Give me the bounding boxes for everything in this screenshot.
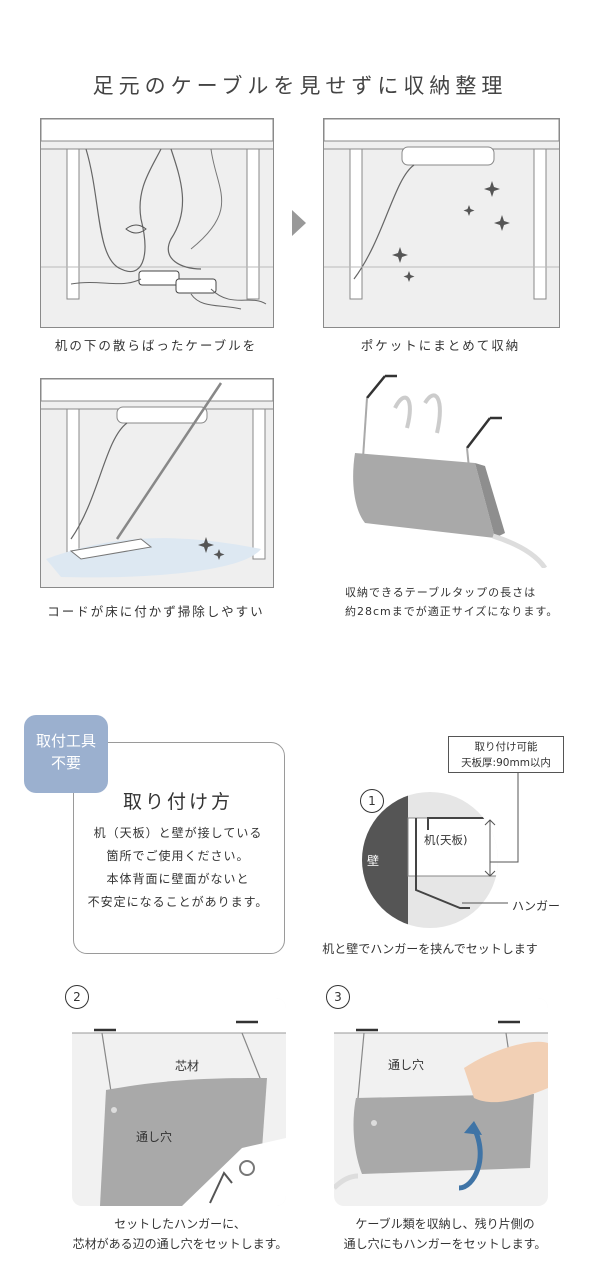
- hanger-cross-section: [362, 792, 498, 928]
- how-to-line: 机（天板）と壁が接している: [93, 826, 263, 840]
- step2-caption-1: セットしたハンガーに、: [114, 1217, 246, 1231]
- spec-leader-lines: [484, 772, 519, 877]
- after-illustration: [323, 118, 560, 328]
- spec-line-1: 取り付け可能: [474, 741, 538, 753]
- step3-illustration: [334, 998, 548, 1206]
- product-photo: [345, 368, 555, 570]
- spec-line-2: 天板厚:90mm以内: [461, 757, 551, 769]
- before-illustration: [40, 118, 274, 328]
- step3-number: 3: [326, 985, 350, 1009]
- hole-label-step2: 通し穴: [136, 1130, 173, 1144]
- hanger-label: ハンガー: [512, 899, 561, 913]
- how-to-line: 本体背面に壁面がないと: [106, 872, 250, 886]
- how-to-line: 不安定になることがあります。: [87, 895, 269, 909]
- step2-illustration: [72, 998, 286, 1206]
- core-label: 芯材: [175, 1059, 200, 1073]
- how-to-box: [73, 742, 285, 954]
- badge-line-1: 取付工具: [35, 732, 96, 750]
- desk-label: 机(天板): [424, 833, 468, 847]
- spec-box: 取り付け可能 天板厚:90mm以内: [448, 736, 564, 773]
- step2-caption-2: 芯材がある辺の通し穴をセットします。: [72, 1237, 288, 1251]
- step3-caption-1: ケーブル類を収納し、残り片側の: [355, 1217, 535, 1231]
- tidy-desk-drawing: [324, 119, 559, 300]
- how-to-text: 机（天板）と壁が接している 箇所でご使用ください。 本体背面に壁面がないと 不安…: [73, 822, 283, 914]
- caption-clean: コードが床に付かず掃除しやすい: [47, 604, 265, 619]
- step2-drawing: [72, 998, 286, 1206]
- step1-diagram: [360, 790, 500, 930]
- no-tools-badge: 取付工具 不要: [24, 715, 108, 793]
- messy-cables-drawing: [41, 119, 273, 310]
- next-arrow-icon: [292, 210, 306, 236]
- step3-drawing: [334, 998, 548, 1191]
- step2-number: 2: [65, 985, 89, 1009]
- badge-line-2: 不要: [50, 754, 81, 772]
- tap-length-note-2: 約28cmまでが適正サイズになります。: [345, 605, 559, 618]
- page-title: 足元のケーブルを見せずに収納整理: [92, 74, 508, 98]
- cable-pocket-image: [353, 374, 548, 570]
- mopping-drawing: [41, 379, 273, 578]
- step1-number: 1: [360, 789, 384, 813]
- step3-caption-2: 通し穴にもハンガーをセットします。: [343, 1237, 547, 1251]
- caption-after: ポケットにまとめて収納: [360, 338, 521, 353]
- caption-before: 机の下の散らばったケーブルを: [54, 338, 258, 353]
- step1-caption: 机と壁でハンガーを挟んでセットします: [322, 942, 538, 956]
- cleaning-illustration: [40, 378, 274, 588]
- wall-label: 壁: [367, 854, 380, 868]
- how-to-title: 取り付け方: [122, 791, 233, 813]
- how-to-line: 箇所でご使用ください。: [106, 849, 250, 863]
- hole-label-step3: 通し穴: [388, 1058, 425, 1072]
- hanger-leader-line: [462, 902, 508, 904]
- tap-length-note-1: 収納できるテーブルタップの長さは: [345, 586, 537, 599]
